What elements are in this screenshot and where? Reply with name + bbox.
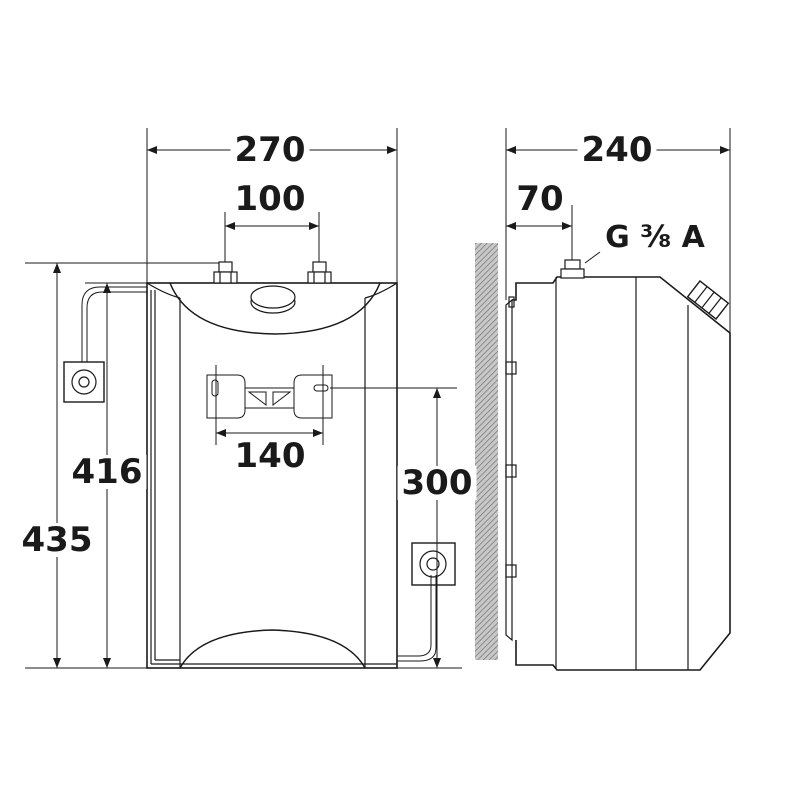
dimension-body-height-label: 416 [67, 455, 147, 489]
side-view [475, 243, 731, 671]
dimension-bracket-height-label: 300 [397, 466, 477, 500]
thermostat-knob-icon [686, 280, 730, 320]
water-fitting-left-icon [213, 261, 238, 284]
dimension-total-height-label: 435 [17, 523, 97, 557]
wall-hatch [475, 243, 498, 660]
power-cable-left [81, 286, 147, 362]
water-fitting-side-icon [560, 259, 585, 279]
drain-cap-icon [250, 285, 296, 314]
wall-bracket-icon [206, 374, 333, 419]
dimension-bracket-spacing-label: 140 [230, 439, 310, 473]
power-cable-right [397, 575, 437, 662]
dimension-depth-label: 240 [577, 133, 657, 167]
dimension-fitting-spacing-label: 100 [230, 182, 310, 216]
water-fitting-right-icon [307, 261, 332, 284]
power-socket-left-icon [63, 361, 105, 403]
dimension-width-label: 270 [230, 133, 310, 167]
dimension-fitting-offset-label: 70 [512, 182, 568, 216]
power-socket-right-icon [411, 542, 456, 586]
thread-size-label: G ⅜ A [605, 220, 705, 255]
